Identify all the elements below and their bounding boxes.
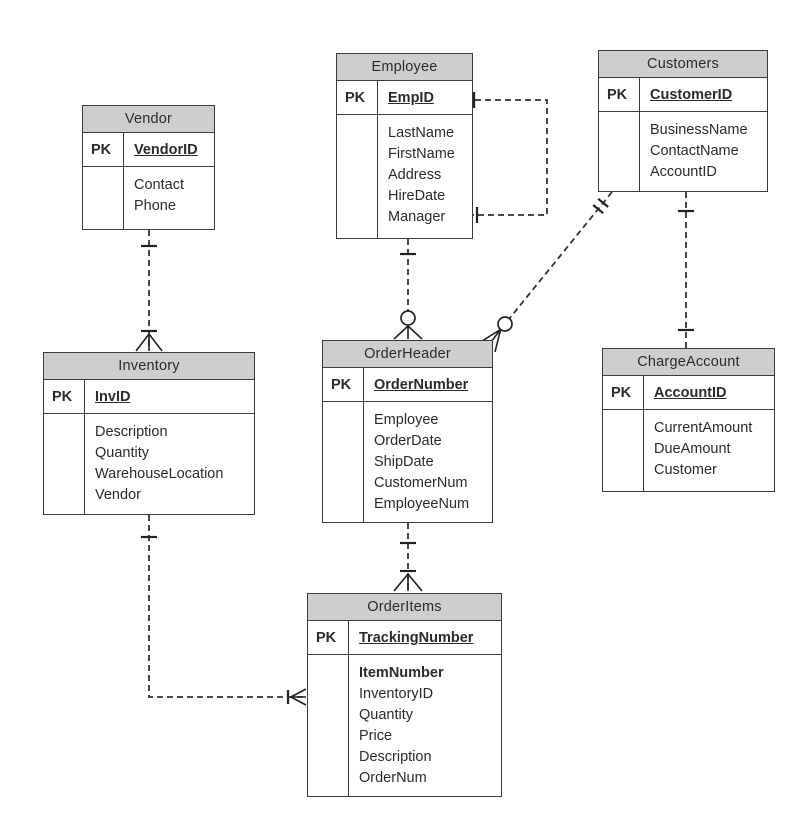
entity-inventory: Inventory PK InvID Description Quantity … (43, 352, 255, 515)
connector-line (508, 191, 613, 320)
field-label: Employee (374, 412, 439, 428)
field-label: Contact (134, 177, 184, 193)
relationship-customers-orderheader (481, 191, 613, 353)
entity-title: ChargeAccount (603, 349, 774, 376)
field-section: Employee OrderDate ShipDate CustomerNum … (323, 402, 492, 522)
entity-vendor: Vendor PK VendorID Contact Phone (82, 105, 215, 230)
pk-column-spacer (337, 115, 378, 238)
relationship-orderheader-orderitems (393, 523, 423, 592)
entity-title: Vendor (83, 106, 214, 133)
pk-column-spacer (308, 655, 349, 796)
field-label: AccountID (650, 164, 717, 180)
connector-line (473, 99, 548, 216)
pk-field: CustomerID (650, 86, 733, 103)
field-section: BusinessName ContactName AccountID (599, 112, 767, 191)
pk-label: PK (308, 621, 349, 654)
pk-row: PK InvID (44, 380, 254, 414)
entity-customers: Customers PK CustomerID BusinessName Con… (598, 50, 768, 192)
pk-column-spacer (323, 402, 364, 522)
field-section: ItemNumber InventoryID Quantity Price De… (308, 655, 501, 796)
entity-orderitems: OrderItems PK TrackingNumber ItemNumber … (307, 593, 502, 797)
field-label: Description (359, 749, 432, 765)
field-section: CurrentAmount DueAmount Customer (603, 410, 774, 491)
field-label: Customer (654, 462, 717, 478)
pk-field: TrackingNumber (359, 629, 474, 646)
cardinality-one-marker (592, 204, 604, 215)
field-label: CustomerNum (374, 475, 468, 491)
entity-title: OrderHeader (323, 341, 492, 368)
pk-label: PK (323, 368, 364, 401)
crowfoot-many-icon (393, 573, 423, 592)
field-label: EmployeeNum (374, 496, 470, 512)
field-label: InventoryID (359, 686, 434, 702)
field-label: Price (359, 728, 393, 744)
pk-label: PK (599, 78, 640, 111)
field-label: LastName (388, 125, 455, 141)
cardinality-one-marker (597, 197, 609, 208)
entity-title: Employee (337, 54, 472, 81)
entity-title: Inventory (44, 353, 254, 380)
field-section: Contact Phone (83, 167, 214, 229)
pk-label: PK (337, 81, 378, 114)
field-label: Manager (388, 209, 446, 225)
pk-field: AccountID (654, 384, 727, 401)
pk-row: PK VendorID (83, 133, 214, 167)
field-label: OrderNum (359, 770, 427, 786)
pk-column-spacer (83, 167, 124, 229)
entity-title: OrderItems (308, 594, 501, 621)
field-label: OrderDate (374, 433, 442, 449)
field-label: Quantity (95, 445, 149, 461)
pk-row: PK EmpID (337, 81, 472, 115)
connector-line (148, 515, 305, 698)
cardinality-zero-ring-icon (497, 316, 513, 332)
crowfoot-many-icon (393, 325, 423, 340)
field-label: DueAmount (654, 441, 731, 457)
entity-title: Customers (599, 51, 767, 78)
field-label: Vendor (95, 487, 141, 503)
entity-employee: Employee PK EmpID LastName FirstName Add… (336, 53, 473, 239)
relationship-vendor-inventory (135, 230, 163, 352)
field-section: LastName FirstName Address HireDate Mana… (337, 115, 472, 238)
pk-row: PK TrackingNumber (308, 621, 501, 655)
relationship-customers-chargeaccount (678, 192, 694, 348)
cardinality-zero-ring-icon (400, 310, 416, 326)
crowfoot-many-icon (481, 328, 502, 353)
field-label: CurrentAmount (654, 420, 753, 436)
relationship-inventory-orderitems (141, 515, 307, 706)
field-label: ItemNumber (359, 665, 444, 681)
pk-field: OrderNumber (374, 376, 469, 393)
field-label: WarehouseLocation (95, 466, 224, 482)
field-label: BusinessName (650, 122, 748, 138)
pk-label: PK (603, 376, 644, 409)
field-label: ContactName (650, 143, 739, 159)
pk-row: PK OrderNumber (323, 368, 492, 402)
pk-label: PK (44, 380, 85, 413)
field-label: Phone (134, 198, 176, 214)
field-label: HireDate (388, 188, 446, 204)
crowfoot-many-icon (290, 688, 307, 706)
pk-column-spacer (603, 410, 644, 491)
pk-label: PK (83, 133, 124, 166)
pk-column-spacer (599, 112, 640, 191)
entity-orderheader: OrderHeader PK OrderNumber Employee Orde… (322, 340, 493, 523)
entity-chargeaccount: ChargeAccount PK AccountID CurrentAmount… (602, 348, 775, 492)
pk-field: InvID (95, 388, 131, 405)
pk-row: PK AccountID (603, 376, 774, 410)
pk-row: PK CustomerID (599, 78, 767, 112)
field-label: FirstName (388, 146, 455, 162)
field-label: Address (388, 167, 442, 183)
crowfoot-many-icon (135, 333, 163, 352)
field-section: Description Quantity WarehouseLocation V… (44, 414, 254, 514)
field-label: Description (95, 424, 168, 440)
pk-column-spacer (44, 414, 85, 514)
pk-field: EmpID (388, 89, 434, 106)
relationship-employee-orderheader (393, 239, 423, 340)
field-label: ShipDate (374, 454, 434, 470)
field-label: Quantity (359, 707, 413, 723)
pk-field: VendorID (134, 141, 198, 158)
